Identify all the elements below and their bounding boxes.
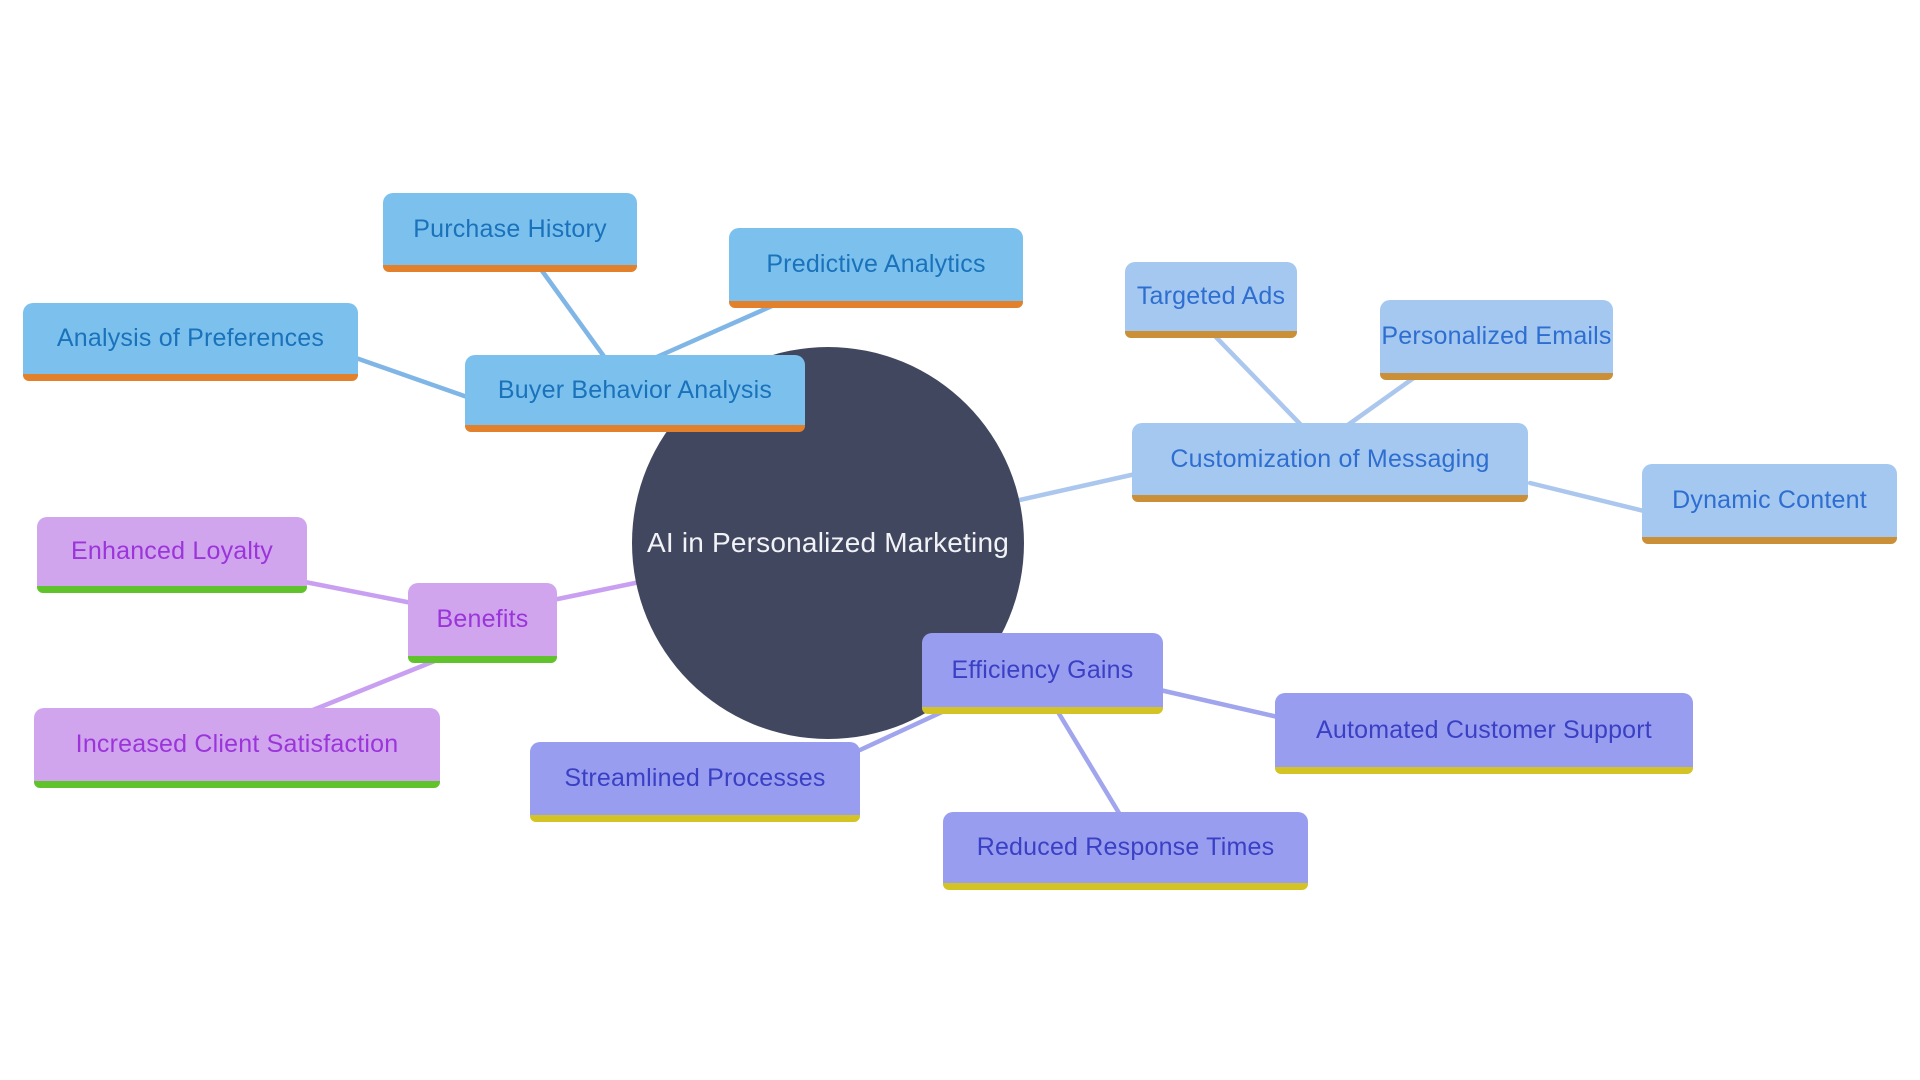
node-label: Predictive Analytics — [766, 250, 986, 278]
node-increased-client-satisfaction[interactable]: Increased Client Satisfaction — [34, 708, 440, 788]
node-dynamic-content[interactable]: Dynamic Content — [1642, 464, 1897, 544]
node-enhanced-loyalty[interactable]: Enhanced Loyalty — [37, 517, 307, 593]
node-label: Targeted Ads — [1136, 282, 1286, 310]
node-buyer-behavior-analysis[interactable]: Buyer Behavior Analysis — [465, 355, 805, 432]
link-efficiency-to-reduced-response-times — [1055, 709, 1125, 821]
node-label: Reduced Response Times — [976, 833, 1275, 861]
center-topic-label: AI in Personalized Marketing — [647, 527, 1009, 558]
link-efficiency-to-streamlined-processes — [857, 709, 945, 753]
node-benefits[interactable]: Benefits — [408, 583, 557, 663]
link-customization-to-targeted-ads — [1210, 331, 1306, 430]
node-analysis-of-preferences[interactable]: Analysis of Preferences — [23, 303, 358, 381]
node-label: Customization of Messaging — [1170, 444, 1490, 473]
link-buyer-behavior-to-purchase-history — [537, 265, 611, 365]
link-efficiency-to-automated-customer-support — [1157, 687, 1285, 721]
link-buyer-behavior-to-predictive-analytics — [647, 303, 775, 363]
node-label: Streamlined Processes — [564, 764, 826, 792]
node-label: Buyer Behavior Analysis — [497, 375, 773, 404]
node-efficiency-gains[interactable]: Efficiency Gains — [922, 633, 1163, 714]
node-predictive-analytics[interactable]: Predictive Analytics — [729, 228, 1023, 308]
node-label: Increased Client Satisfaction — [75, 730, 399, 758]
link-benefits-to-enhanced-loyalty — [302, 579, 415, 606]
node-label: Purchase History — [413, 214, 607, 243]
node-label: Personalized Emails — [1381, 322, 1612, 350]
link-buyer-behavior-to-analysis-of-preferences — [353, 355, 473, 401]
node-label: Dynamic Content — [1672, 486, 1867, 514]
node-targeted-ads[interactable]: Targeted Ads — [1125, 262, 1297, 338]
node-label: Automated Customer Support — [1316, 715, 1652, 744]
node-automated-customer-support[interactable]: Automated Customer Support — [1275, 693, 1693, 774]
node-personalized-emails[interactable]: Personalized Emails — [1380, 300, 1613, 380]
node-label: Benefits — [436, 605, 529, 633]
link-benefits-to-increased-client-satisfaction — [305, 657, 440, 715]
node-customization-of-messaging[interactable]: Customization of Messaging — [1132, 423, 1528, 502]
node-label: Analysis of Preferences — [56, 324, 325, 352]
node-label: Enhanced Loyalty — [71, 537, 273, 565]
link-customization-to-personalized-emails — [1342, 374, 1418, 430]
node-label: Efficiency Gains — [951, 655, 1134, 684]
node-purchase-history[interactable]: Purchase History — [383, 193, 637, 272]
node-streamlined-processes[interactable]: Streamlined Processes — [530, 742, 860, 822]
link-customization-to-dynamic-content — [1527, 480, 1651, 515]
node-reduced-response-times[interactable]: Reduced Response Times — [943, 812, 1308, 890]
